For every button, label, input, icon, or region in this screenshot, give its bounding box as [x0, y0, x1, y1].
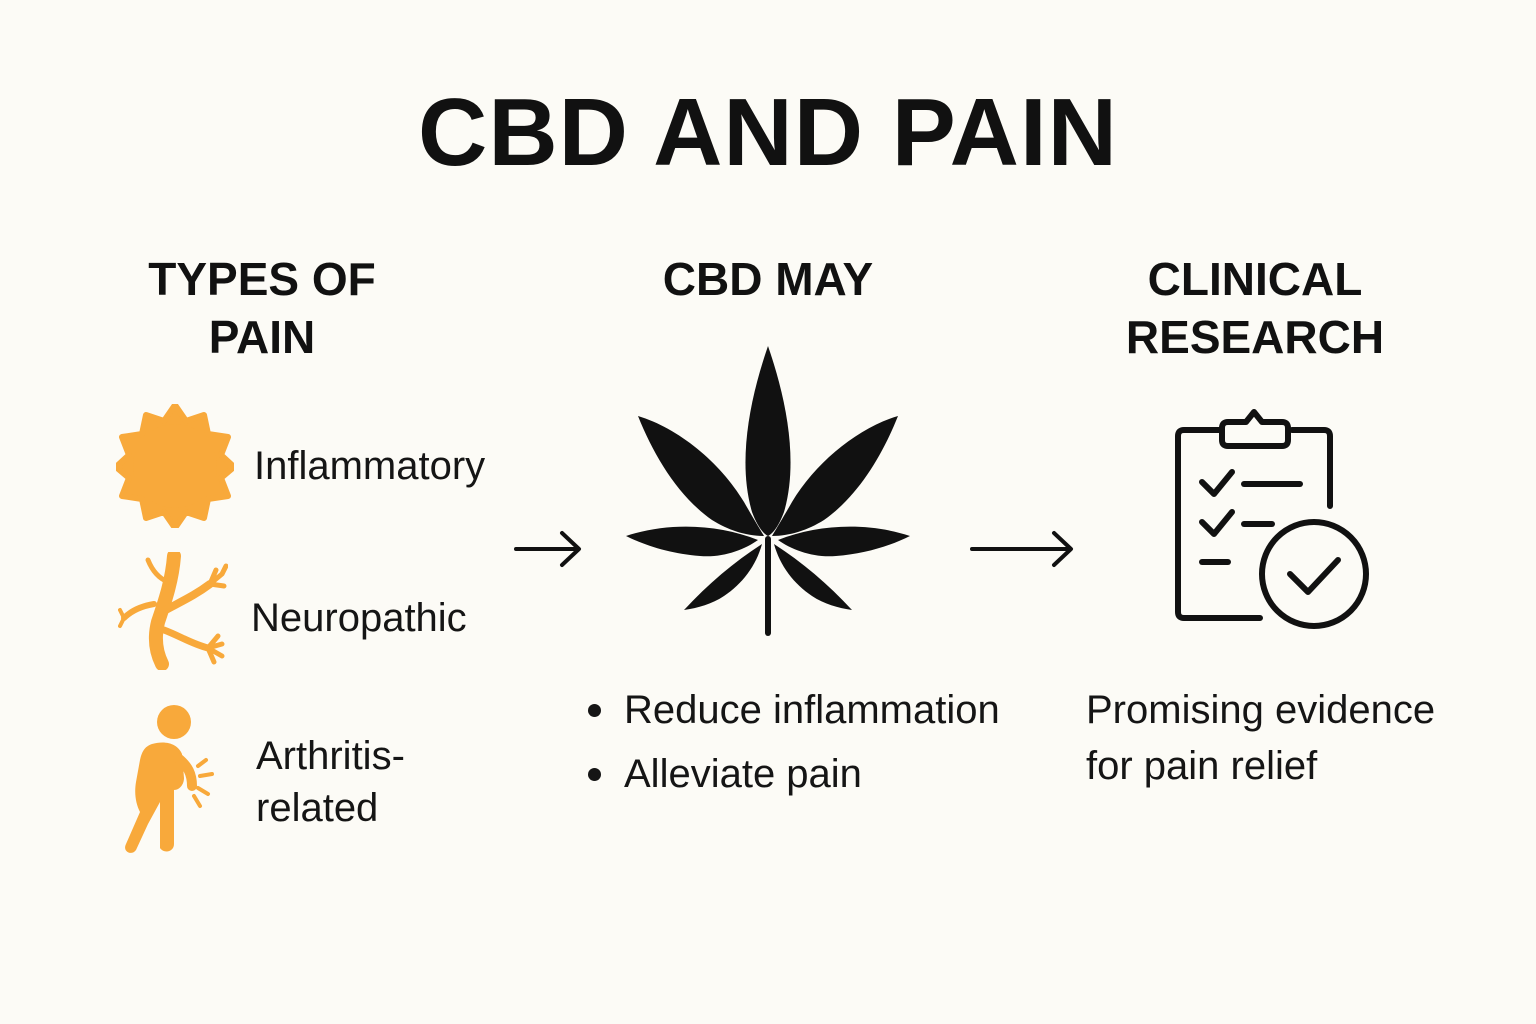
cbd-benefits-list: Reduce inflammation Alleviate pain — [588, 678, 1000, 806]
list-item: Reduce inflammation — [588, 678, 1000, 742]
clipboard-check-icon — [1168, 404, 1374, 634]
cannabis-leaf-icon — [622, 344, 914, 638]
sun-burst-icon — [113, 402, 237, 531]
bullet-icon — [588, 767, 601, 781]
nerve-icon — [118, 549, 229, 671]
pain-type-neuropathic: Neuropathic — [251, 596, 467, 640]
arrow-right-icon — [968, 528, 1076, 570]
types-of-pain-heading: TYPES OF PAIN — [148, 253, 376, 363]
arrow-right-icon — [512, 528, 584, 570]
page-title: CBD AND PAIN — [418, 79, 1118, 186]
pain-type-arthritis: Arthritis- related — [256, 734, 405, 830]
person-knee-pain-icon — [122, 704, 218, 856]
cbd-may-heading: CBD MAY — [662, 253, 874, 305]
clinical-research-heading: CLINICAL RESEARCH — [1125, 253, 1385, 363]
research-summary: Promising evidence for pain relief — [1086, 688, 1436, 788]
list-item: Alleviate pain — [588, 742, 1000, 806]
pain-type-inflammatory: Inflammatory — [254, 444, 486, 488]
benefit-reduce-inflammation: Reduce inflammation — [624, 688, 1000, 732]
benefit-alleviate-pain: Alleviate pain — [624, 752, 862, 796]
bullet-icon — [588, 703, 601, 717]
